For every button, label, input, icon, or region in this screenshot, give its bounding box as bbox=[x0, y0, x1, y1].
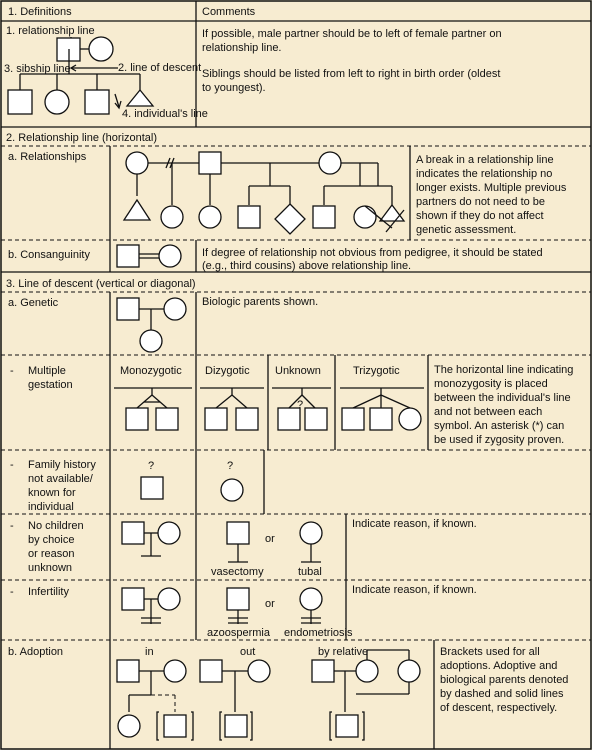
twin-label-trizygotic: Trizygotic bbox=[353, 365, 400, 377]
relationships-note-line: longer exists. Multiple previous bbox=[416, 182, 567, 194]
trizygotic-diagram bbox=[340, 387, 424, 431]
adoption-in-label: in bbox=[145, 646, 154, 658]
section3-title: 3. Line of descent (vertical or diagonal… bbox=[6, 278, 196, 290]
relationships-note-line: partners do not need to be bbox=[416, 196, 545, 208]
family-history-dash: - bbox=[10, 459, 14, 471]
genetic-label: a. Genetic bbox=[8, 297, 59, 309]
tubal-label: tubal bbox=[298, 566, 322, 578]
or-text: or bbox=[265, 533, 275, 545]
relationships-note-line: A break in a relationship line bbox=[416, 154, 554, 166]
female-symbol bbox=[88, 36, 114, 62]
no-children-note: Indicate reason, if known. bbox=[352, 518, 477, 530]
multiple-gestation-label: Multiple bbox=[28, 365, 66, 377]
section-relationship-line: 2. Relationship line (horizontal) a. Rel… bbox=[1, 132, 591, 272]
genetic-diagram bbox=[116, 297, 187, 353]
label-relationship-line: 1. relationship line bbox=[6, 25, 95, 37]
family-history-label: individual bbox=[28, 501, 74, 513]
multiple-gestation-note: monozygosity is placed bbox=[434, 378, 548, 390]
monozygotic-diagram bbox=[114, 387, 192, 431]
adoption-note: Brackets used for all bbox=[440, 646, 540, 658]
azoospermia-label: azoospermia bbox=[207, 627, 271, 639]
section2-title: 2. Relationship line (horizontal) bbox=[6, 132, 157, 144]
endometriosis-label: endometriosis bbox=[284, 627, 353, 639]
no-children-dash: - bbox=[10, 520, 14, 532]
comment-line: Siblings should be listed from left to r… bbox=[202, 68, 500, 80]
infertility-diagram: or azoospermia endometriosis bbox=[121, 587, 353, 639]
no-children-label: by choice bbox=[28, 534, 74, 546]
family-history-diagram: ? ? bbox=[140, 460, 244, 502]
comment-line: to youngest). bbox=[202, 82, 266, 94]
infertility-note: Indicate reason, if known. bbox=[352, 584, 477, 596]
consanguinity-label: b. Consanguinity bbox=[8, 249, 90, 261]
twin-label-dizygotic: Dizygotic bbox=[205, 365, 250, 377]
multiple-gestation-note: be used if zygosity proven. bbox=[434, 434, 564, 446]
no-children-label: or reason bbox=[28, 548, 74, 560]
multiple-gestation-label: gestation bbox=[28, 379, 73, 391]
comments-title: Comments bbox=[202, 6, 256, 18]
sibling-male-symbol bbox=[84, 89, 110, 115]
no-children-label: unknown bbox=[28, 562, 72, 574]
sibling-male-symbol bbox=[7, 89, 33, 115]
comment-line: relationship line. bbox=[202, 42, 282, 54]
label-line-of-descent: 2. line of descent bbox=[118, 62, 201, 74]
sibling-female-symbol bbox=[44, 89, 70, 115]
sex-unknown-symbol bbox=[125, 88, 155, 107]
or-text: or bbox=[265, 598, 275, 610]
family-history-mark: ? bbox=[148, 460, 154, 472]
vasectomy-label: vasectomy bbox=[211, 566, 264, 578]
consanguinity-note-line: (e.g., third cousins) above relationship… bbox=[202, 260, 411, 272]
family-history-label: Family history bbox=[28, 459, 96, 471]
adoption-note: adoptions. Adoptive and bbox=[440, 660, 557, 672]
no-children-diagram: or vasectomy tubal bbox=[121, 521, 323, 578]
adoption-out-diagram bbox=[199, 659, 271, 741]
adoption-by-relative-diagram bbox=[311, 649, 421, 741]
adoption-by-relative-label: by relative bbox=[318, 646, 368, 658]
section-line-of-descent: 3. Line of descent (vertical or diagonal… bbox=[1, 271, 591, 749]
adoption-note: of descent, respectively. bbox=[440, 702, 557, 714]
multiple-gestation-dash: - bbox=[10, 365, 14, 377]
relationships-note-line: genetic assessment. bbox=[416, 224, 516, 236]
unknown-zygosity-mark: ? bbox=[297, 399, 303, 411]
infertility-label: Infertility bbox=[28, 586, 69, 598]
twin-label-monozygotic: Monozygotic bbox=[120, 365, 182, 377]
multiple-gestation-note: between the individual's line bbox=[434, 392, 571, 404]
definitions-diagram: 1. relationship line 2. line of descent … bbox=[4, 25, 208, 120]
comment-line: If possible, male partner should be to l… bbox=[202, 28, 502, 40]
adoption-label: b. Adoption bbox=[8, 646, 63, 658]
section1-title: 1. Definitions bbox=[8, 6, 72, 18]
adoption-note: biological parents denoted bbox=[440, 674, 568, 686]
unknown-zygosity-diagram: ? bbox=[272, 387, 331, 431]
label-sibship-line: 3. sibship line bbox=[4, 63, 71, 75]
multiple-gestation-note: The horizontal line indicating bbox=[434, 364, 573, 376]
genetic-note: Biologic parents shown. bbox=[202, 296, 318, 308]
no-children-label: No children bbox=[28, 520, 84, 532]
family-history-mark: ? bbox=[227, 460, 233, 472]
relationships-label: a. Relationships bbox=[8, 151, 87, 163]
dizygotic-diagram bbox=[200, 387, 264, 431]
relationships-note-line: indicates the relationship no bbox=[416, 168, 552, 180]
section-definitions: 1. Definitions Comments 1. relationship … bbox=[1, 1, 591, 128]
adoption-note: by dashed and solid lines bbox=[440, 688, 564, 700]
family-history-label: known for bbox=[28, 487, 76, 499]
relationships-diagram bbox=[122, 151, 406, 235]
multiple-gestation-note: and not between each bbox=[434, 406, 542, 418]
adoption-in-diagram bbox=[116, 659, 194, 741]
infertility-dash: - bbox=[10, 586, 14, 598]
family-history-label: not available/ bbox=[28, 473, 94, 485]
relationships-note-line: shown if they do not affect bbox=[416, 210, 544, 222]
consanguinity-note-line: If degree of relationship not obvious fr… bbox=[202, 247, 543, 259]
consanguinity-diagram bbox=[116, 244, 182, 268]
multiple-gestation-note: symbol. An asterisk (*) can bbox=[434, 420, 564, 432]
label-individual-line: 4. individual's line bbox=[122, 108, 208, 120]
adoption-out-label: out bbox=[240, 646, 255, 658]
twin-label-unknown: Unknown bbox=[275, 365, 321, 377]
